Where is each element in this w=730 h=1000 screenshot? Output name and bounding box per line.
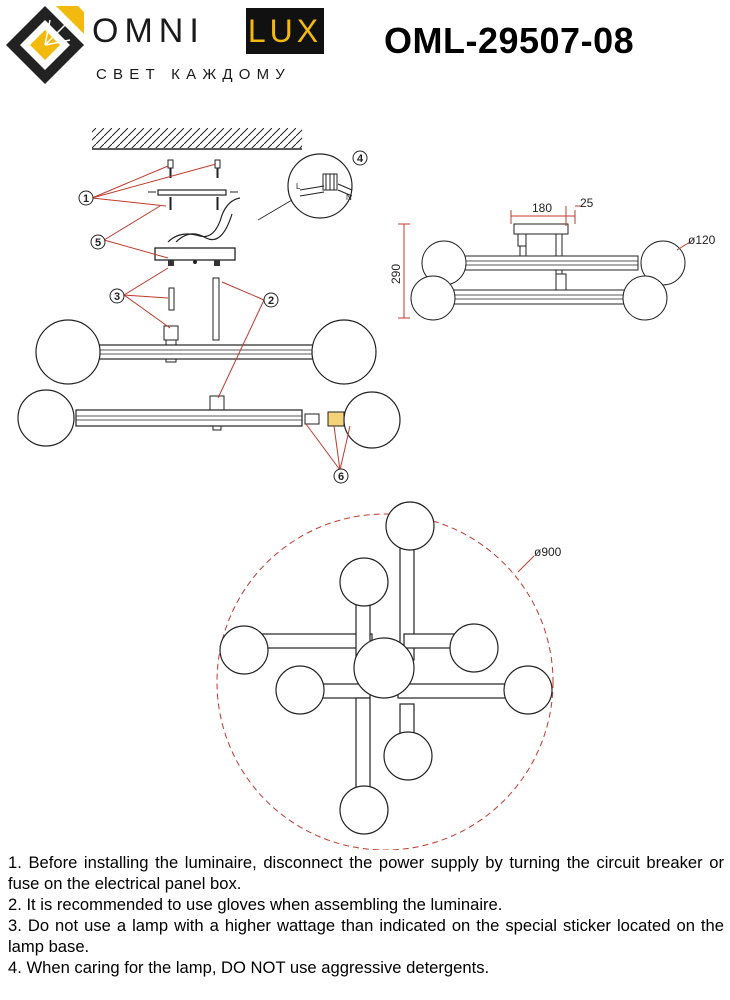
top-view: ø900	[216, 501, 562, 850]
installation-instructions: 1. Before installing the luminaire, disc…	[8, 852, 724, 978]
arm-east	[397, 683, 513, 699]
instruction-1: 1. Before installing the luminaire, disc…	[8, 853, 724, 893]
mounting-bar	[157, 189, 227, 196]
side-lower-bar	[451, 289, 629, 305]
svg-text:3: 3	[114, 291, 120, 303]
svg-text:5: 5	[95, 237, 101, 249]
globe-south	[339, 785, 389, 835]
globe-south-right	[383, 731, 433, 781]
callout-1: 1	[78, 190, 94, 206]
globe-upper-right	[311, 319, 377, 385]
header: OMNI LUX СВЕТ КАЖДОМУ OML-29507-08	[0, 0, 730, 100]
callout-5: 5	[90, 234, 106, 250]
globe-north-left	[339, 557, 389, 607]
svg-text:1: 1	[83, 193, 89, 205]
globe-west	[219, 625, 269, 675]
side-offset-dimension: 25	[580, 196, 594, 210]
arm-south	[355, 697, 371, 801]
globe-north	[385, 501, 435, 551]
brand-name-lux-box: LUX	[246, 8, 324, 54]
callout-2: 2	[263, 292, 279, 308]
globe-east-upper	[449, 623, 499, 673]
wire-label-l: L	[296, 182, 301, 191]
brand-name-omni: OMNI	[92, 12, 205, 50]
exploded-view: L N 1 5	[17, 128, 401, 484]
side-globe-diameter: ø120	[688, 233, 716, 247]
side-globe-lower-right	[622, 275, 668, 321]
brand-tagline: СВЕТ КАЖДОМУ	[96, 66, 292, 83]
side-width-dimension: 180	[532, 201, 552, 215]
callout-leaders	[91, 163, 351, 471]
omnilux-logo-icon	[6, 6, 84, 84]
callout-3: 3	[109, 288, 125, 304]
screw-right-top	[214, 159, 221, 178]
callout-6: 6	[333, 468, 349, 484]
globe-east	[503, 665, 553, 715]
svg-text:2: 2	[268, 295, 274, 307]
instruction-2: 2. It is recommended to use gloves when …	[8, 895, 503, 914]
technical-drawings: L N 1 5	[17, 128, 716, 850]
instruction-4: 4. When caring for the lamp, DO NOT use …	[8, 958, 490, 977]
upper-bar-assembly	[35, 319, 377, 385]
lower-bar-assembly	[17, 389, 401, 449]
model-number: OML-29507-08	[384, 20, 635, 61]
rod-short	[168, 287, 175, 311]
callout-4: 4	[352, 150, 368, 166]
svg-text:4: 4	[357, 153, 364, 165]
globe-upper-left	[35, 319, 101, 385]
globe-lower-right	[343, 391, 401, 449]
svg-text:6: 6	[338, 471, 344, 483]
rod-long	[212, 277, 220, 341]
screw-left-top	[167, 159, 174, 178]
lamp-bulb-base	[327, 411, 345, 427]
globe-west-lower	[275, 665, 325, 715]
brand-name-lux: LUX	[247, 13, 323, 49]
wire-label-n: N	[346, 193, 352, 202]
ceiling-hatch	[92, 128, 302, 148]
side-height-dimension: 290	[389, 264, 403, 284]
lamp-socket	[304, 413, 320, 425]
globe-center	[353, 637, 415, 699]
top-view-diameter-label: ø900	[534, 545, 562, 559]
side-canopy	[513, 223, 569, 235]
side-view: 180 25 290 ø120	[389, 196, 716, 321]
side-dimension-lines	[398, 205, 691, 319]
top-view-diameter-circle	[216, 513, 554, 850]
side-upper-bar	[461, 255, 639, 271]
side-globe-lower-left	[410, 275, 456, 321]
wiring-detail: L N	[287, 153, 353, 219]
globe-lower-left	[17, 389, 75, 447]
instruction-3: 3. Do not use a lamp with a higher watta…	[8, 916, 724, 956]
